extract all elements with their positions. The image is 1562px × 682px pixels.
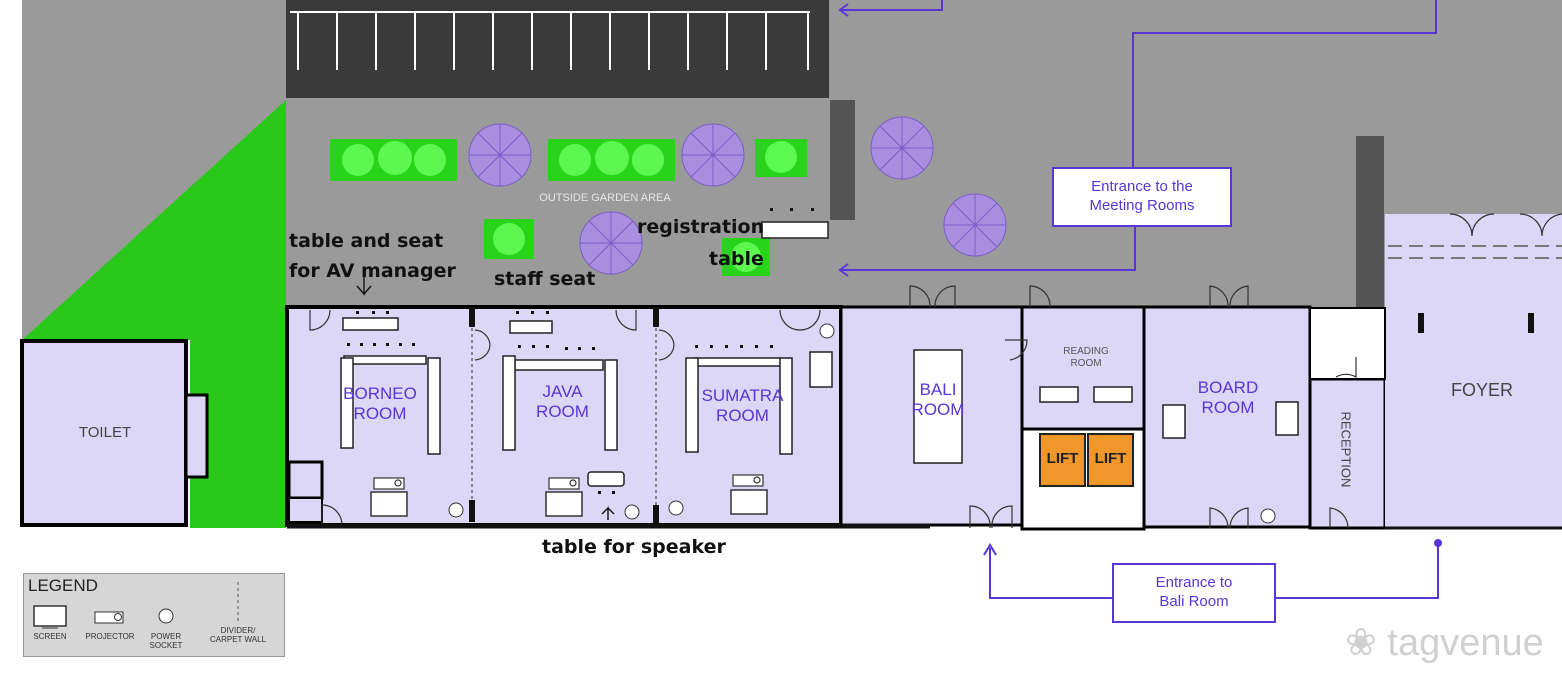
toilet-label: TOILET (78, 424, 132, 441)
av-manager-note: table and seat for AV manager (289, 230, 456, 283)
bali-room-entrance-sign: Entrance to Bali Room (1112, 563, 1276, 623)
seats (347, 208, 814, 494)
bali-room-label: BALI ROOM (911, 380, 965, 419)
brand-watermark: ❀ tagvenue (1345, 620, 1544, 665)
legend-screen: SCREEN (28, 604, 72, 642)
brand-name: tagvenue (1387, 622, 1544, 664)
brand-logo-icon: ❀ (1345, 622, 1377, 664)
entrance-route-lines (838, 0, 1439, 599)
hedges (330, 139, 807, 276)
legend: LEGEND SCREEN PROJECTOR POWER SOCKET DIV… (23, 573, 285, 657)
sumatra-room-label: SUMATRA ROOM (701, 386, 784, 425)
speaker-table-note: table for speaker (542, 536, 726, 558)
lift-car-1 (1039, 433, 1086, 487)
lift-car-2 (1087, 433, 1134, 487)
lift-1-label: LIFT (1046, 450, 1079, 467)
building-reception (1308, 377, 1387, 530)
legend-title: LEGEND (28, 576, 98, 595)
garden-label: OUTSIDE GARDEN AREA (539, 192, 671, 204)
lift-2-label: LIFT (1094, 450, 1127, 467)
toilet-room (20, 339, 188, 527)
staff-seat-note: staff seat (494, 268, 596, 290)
screens (370, 489, 768, 517)
legend-power-socket: POWER SOCKET (146, 604, 186, 650)
toilet-annex (184, 393, 209, 479)
projector-icon (94, 611, 124, 624)
power-sockets (448, 323, 1276, 524)
parking-lines (290, 11, 810, 70)
lift-shaft-cover (1028, 488, 1142, 526)
divider-icon (237, 582, 239, 622)
projectors (373, 474, 764, 490)
reading-room-label: READING ROOM (1063, 346, 1109, 369)
borneo-room-label: BORNEO ROOM (343, 384, 417, 423)
registration-note: registration (637, 216, 765, 238)
umbrellas (468, 116, 1007, 275)
legend-divider: DIVIDER/ CARPET WALL (204, 580, 272, 644)
vestibule (1309, 307, 1386, 380)
foyer-label: FOYER (1450, 380, 1513, 400)
power-socket-icon (158, 608, 174, 624)
legend-projector: PROJECTOR (82, 604, 138, 642)
meeting-rooms-entrance-sign: Entrance to the Meeting Rooms (1052, 167, 1232, 227)
java-room-label: JAVA ROOM (536, 382, 589, 421)
building-foyer (1385, 214, 1562, 528)
pillar-garden (830, 100, 855, 220)
table-note: table (709, 248, 764, 270)
screen-icon (33, 605, 67, 629)
doors (309, 213, 1562, 529)
parking-lot (286, 0, 829, 98)
grass-area (22, 100, 286, 528)
pillar-foyer (1356, 136, 1384, 308)
tables (340, 221, 1299, 487)
reception-label: RECEPTION (1338, 411, 1354, 488)
board-room-label: BOARD ROOM (1197, 378, 1259, 417)
